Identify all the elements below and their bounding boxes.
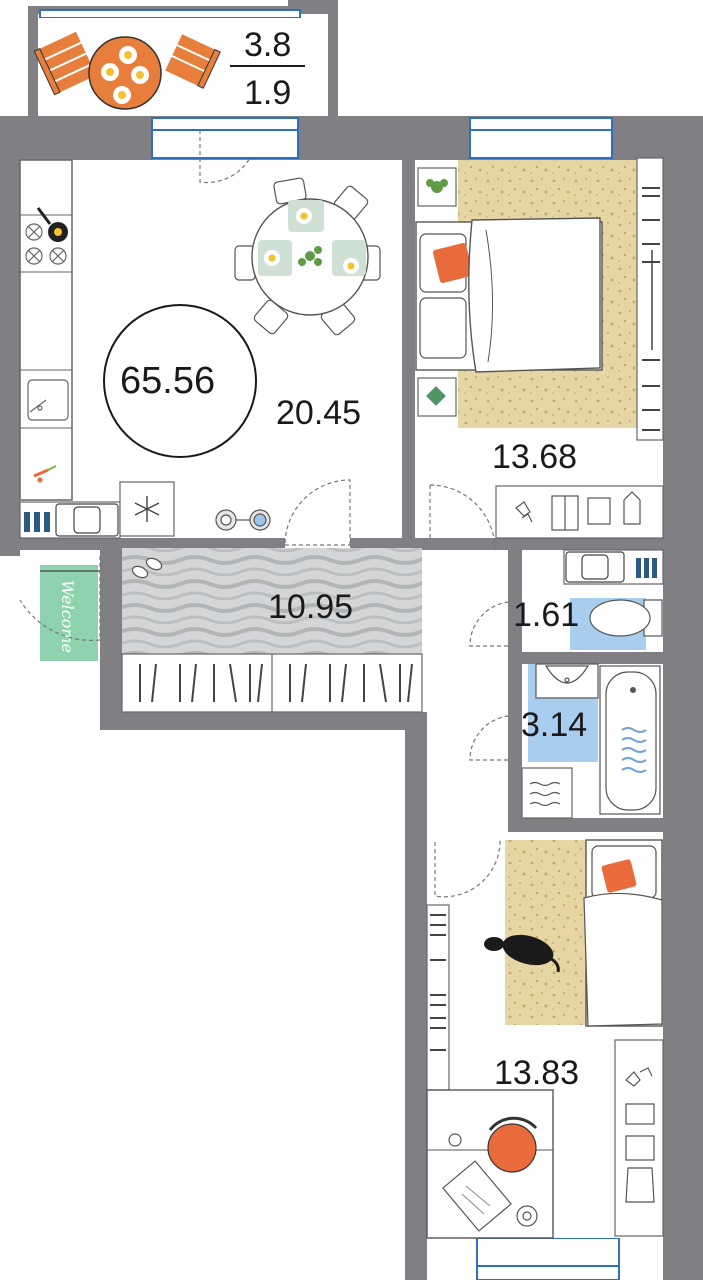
balcony-chair-left <box>33 31 97 96</box>
wardrobe <box>636 157 664 441</box>
kitchen-counter <box>19 159 73 501</box>
area-bedroom-2: 13.83 <box>494 1054 580 1092</box>
laptop-icon <box>442 1160 512 1232</box>
desk <box>426 1089 554 1239</box>
water-icon <box>621 727 647 773</box>
towel-rack <box>521 767 573 819</box>
single-bed <box>583 839 663 1027</box>
bathtub-icon <box>599 665 661 815</box>
toilet-icon <box>589 599 663 637</box>
bookshelf <box>426 904 450 1091</box>
washbasin-icon <box>535 663 599 699</box>
balcony-area-top: 3.8 <box>244 26 292 64</box>
frying-pan-icon <box>36 207 68 242</box>
bathroom <box>469 663 663 819</box>
total-area: 65.56 <box>120 360 216 402</box>
bedroom-1 <box>415 157 664 551</box>
area-toilet: 1.61 <box>513 596 580 634</box>
water-filter-icon <box>24 512 50 532</box>
dog-icon <box>484 934 560 973</box>
balcony-chair-right <box>165 34 221 89</box>
area-hallway: 10.95 <box>268 588 354 626</box>
total-area-circle <box>103 304 257 458</box>
pet-bowls-icon <box>215 509 271 531</box>
snowflake-icon <box>134 496 160 522</box>
pillow-icon <box>601 859 637 893</box>
toilet-room <box>469 549 664 652</box>
dining-table <box>234 177 381 336</box>
plant-icon <box>298 246 322 266</box>
lamp-icon <box>516 1205 538 1227</box>
area-bathroom: 3.14 <box>521 706 588 744</box>
balcony-area-bottom: 1.9 <box>244 74 292 112</box>
area-bedroom-1: 13.68 <box>492 438 578 476</box>
boiler-icon <box>565 551 625 583</box>
vegetables-icon <box>33 465 57 483</box>
book-icon <box>426 386 446 406</box>
sink-icon <box>27 379 69 421</box>
mouse-icon <box>448 1133 462 1147</box>
window-kitchen <box>151 117 299 159</box>
plant-icon <box>426 179 448 193</box>
area-kitchen-living: 20.45 <box>276 394 362 432</box>
hallway-rug <box>122 548 422 654</box>
clothes-shelf <box>495 485 664 539</box>
desk-chair-icon <box>487 1123 537 1173</box>
hallway: Welcome <box>19 479 508 830</box>
double-bed <box>415 217 603 373</box>
kitchen-living <box>19 130 402 539</box>
welcome-mat-text: Welcome <box>58 580 77 653</box>
balcony-table <box>88 36 162 110</box>
balcony <box>33 18 328 116</box>
bedroom-2 <box>426 832 664 1239</box>
welcome-mat <box>40 565 98 661</box>
window-bedroom-2 <box>476 1237 620 1280</box>
balcony-window-top <box>39 9 301 19</box>
wardrobe <box>614 1039 664 1237</box>
washing-machine-icon <box>55 503 119 537</box>
fridge <box>119 481 175 537</box>
meters-icon <box>636 558 657 578</box>
slippers-icon <box>131 557 163 579</box>
pillow-icon <box>433 243 473 283</box>
window-bedroom-1 <box>469 117 613 159</box>
